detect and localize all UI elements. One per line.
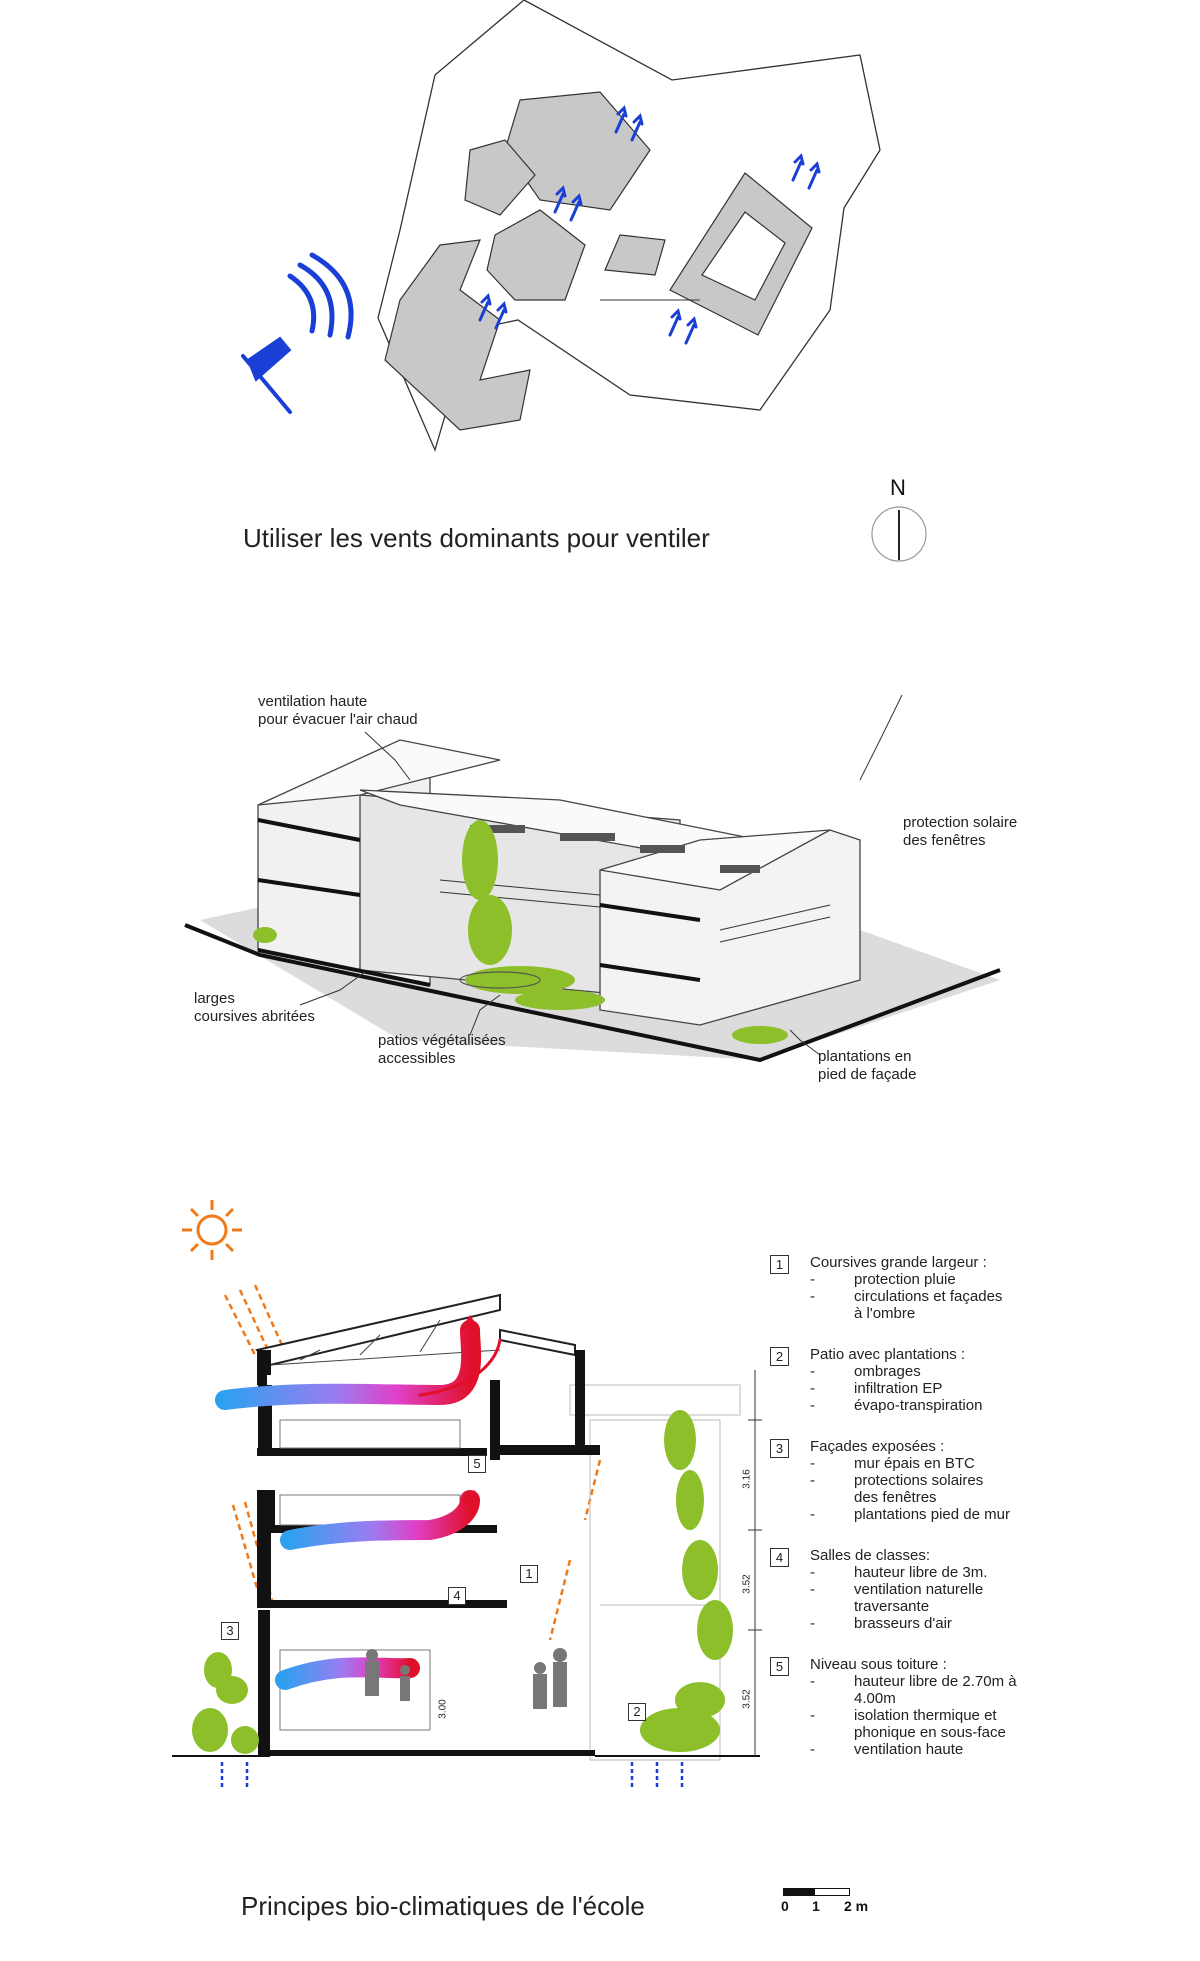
legend-subitem-text: ventilation naturelle traversante	[854, 1581, 984, 1615]
legend-dash: -	[810, 1615, 815, 1632]
legend-subitem-text: hauteur libre de 3m.	[854, 1564, 988, 1581]
section-number-5: 5	[468, 1455, 486, 1473]
dimension-ground: 3.00	[437, 1699, 449, 1719]
legend-number: 2	[770, 1347, 789, 1366]
legend-dash: -	[810, 1581, 815, 1598]
plan-mass-left	[464, 139, 536, 216]
label-ventilation-haute: ventilation haute pour évacuer l'air cha…	[258, 693, 418, 728]
section-number-4: 4	[448, 1587, 466, 1605]
legend-subitem: - mur épais en BTC	[810, 1455, 1070, 1472]
legend-number: 1	[770, 1255, 789, 1274]
north-arrow-icon	[871, 506, 927, 562]
site-plan-diagram	[241, 0, 927, 562]
legend-dash: -	[810, 1673, 815, 1690]
dimension-level-roof: 3.16	[741, 1469, 753, 1489]
section-plants	[192, 1410, 733, 1754]
legend-subitem-text: infiltration EP	[854, 1380, 943, 1397]
label-plantations: plantations en pied de façade	[818, 1048, 917, 1083]
diagram3-title: Principes bio-climatiques de l'école	[241, 1891, 645, 1921]
section-diagram	[172, 1200, 762, 1790]
legend-subitem: - plantations pied de mur	[810, 1506, 1070, 1523]
dimension-level-1: 3.52	[741, 1689, 753, 1709]
section-number-2: 2	[628, 1703, 646, 1721]
legend-subitem-text: plantations pied de mur	[854, 1506, 1010, 1523]
legend-title: Coursives grande largeur :	[810, 1254, 987, 1271]
legend-dash: -	[810, 1472, 815, 1489]
scale-label-0: 0	[781, 1898, 789, 1914]
north-label: N	[890, 475, 906, 500]
legend-number: 4	[770, 1548, 789, 1567]
legend-subitem: - circulations et façades à l'ombre	[810, 1288, 1070, 1322]
infiltration-arrows	[220, 1762, 684, 1790]
legend-dash: -	[810, 1363, 815, 1380]
legend-dash: -	[810, 1397, 815, 1414]
sun-icon	[182, 1200, 242, 1260]
legend-subitem: - protections solaires des fenêtres	[810, 1472, 1070, 1506]
plan-outline	[377, 0, 881, 452]
legend-subitem: - isolation thermique et phonique en sous…	[810, 1707, 1070, 1741]
legend-dash: -	[810, 1741, 815, 1758]
legend-subitem: - ventilation haute	[810, 1741, 1070, 1758]
legend-dash: -	[810, 1271, 815, 1288]
dimension-level-2: 3.52	[741, 1574, 753, 1594]
legend-subitem: - ombrages	[810, 1363, 1070, 1380]
section-number-3: 3	[221, 1622, 239, 1640]
legend-subitem-text: protection pluie	[854, 1271, 956, 1288]
diagram1-title: Utiliser les vents dominants pour ventil…	[243, 523, 710, 553]
section-number-1: 1	[520, 1565, 538, 1583]
legend-subitem-text: mur épais en BTC	[854, 1455, 975, 1472]
plan-link	[604, 234, 666, 276]
legend-title: Patio avec plantations :	[810, 1346, 966, 1363]
legend-subitem-text: évapo-transpiration	[854, 1397, 983, 1414]
legend-number: 5	[770, 1657, 789, 1676]
legend-subitem: - infiltration EP	[810, 1380, 1070, 1397]
legend-number: 3	[770, 1439, 789, 1458]
label-protection-solaire: protection solaire des fenêtres	[903, 814, 1018, 849]
label-patios: patios végétalisées accessibles	[378, 1032, 506, 1067]
legend-dash: -	[810, 1707, 815, 1724]
people-silhouettes	[365, 1648, 567, 1709]
plan-mass-center	[486, 209, 586, 301]
airflow-arrows	[215, 1320, 502, 1690]
plan-mass-west	[384, 239, 531, 431]
legend-subitem-text: ventilation haute	[854, 1741, 964, 1758]
legend-subitem: - brasseurs d'air	[810, 1615, 1070, 1632]
legend-dash: -	[810, 1564, 815, 1581]
legend-subitem-text: brasseurs d'air	[854, 1615, 952, 1632]
legend-subitem: - hauteur libre de 2.70m à 4.00m	[810, 1673, 1070, 1707]
patio-vegetation	[253, 820, 788, 1044]
legend-dash: -	[810, 1506, 815, 1523]
scale-bar-fill	[783, 1888, 815, 1896]
section-structure	[257, 1350, 600, 1756]
legend-subitem: - ventilation naturelle traversante	[810, 1581, 1070, 1615]
legend-subitem: - évapo-transpiration	[810, 1397, 1070, 1414]
legend-subitem-text: protections solaires des fenêtres	[854, 1472, 984, 1506]
legend-dash: -	[810, 1455, 815, 1472]
legend-subitem-text: isolation thermique et phonique en sous-…	[854, 1707, 1006, 1741]
label-larges-coursives: larges coursives abritées	[194, 990, 315, 1025]
legend-subitem: - protection pluie	[810, 1271, 1070, 1288]
windsock-icon	[241, 252, 354, 414]
wind-arrows-group	[478, 105, 821, 345]
legend-subitem-text: hauteur libre de 2.70m à 4.00m	[854, 1673, 1017, 1707]
legend-subitem-text: circulations et façades à l'ombre	[854, 1288, 1003, 1322]
legend-subitem: - hauteur libre de 3m.	[810, 1564, 1070, 1581]
legend-title: Façades exposées :	[810, 1438, 945, 1455]
axonometric-diagram	[184, 694, 1001, 1063]
plan-courtyard	[701, 211, 786, 301]
legend-dash: -	[810, 1288, 815, 1305]
legend-subitem-text: ombrages	[854, 1363, 921, 1380]
legend-dash: -	[810, 1380, 815, 1397]
scale-label-2m: 2 m	[844, 1898, 869, 1914]
legend-title: Salles de classes:	[810, 1547, 931, 1564]
legend-title: Niveau sous toiture :	[810, 1656, 947, 1673]
scale-label-1: 1	[812, 1898, 820, 1914]
